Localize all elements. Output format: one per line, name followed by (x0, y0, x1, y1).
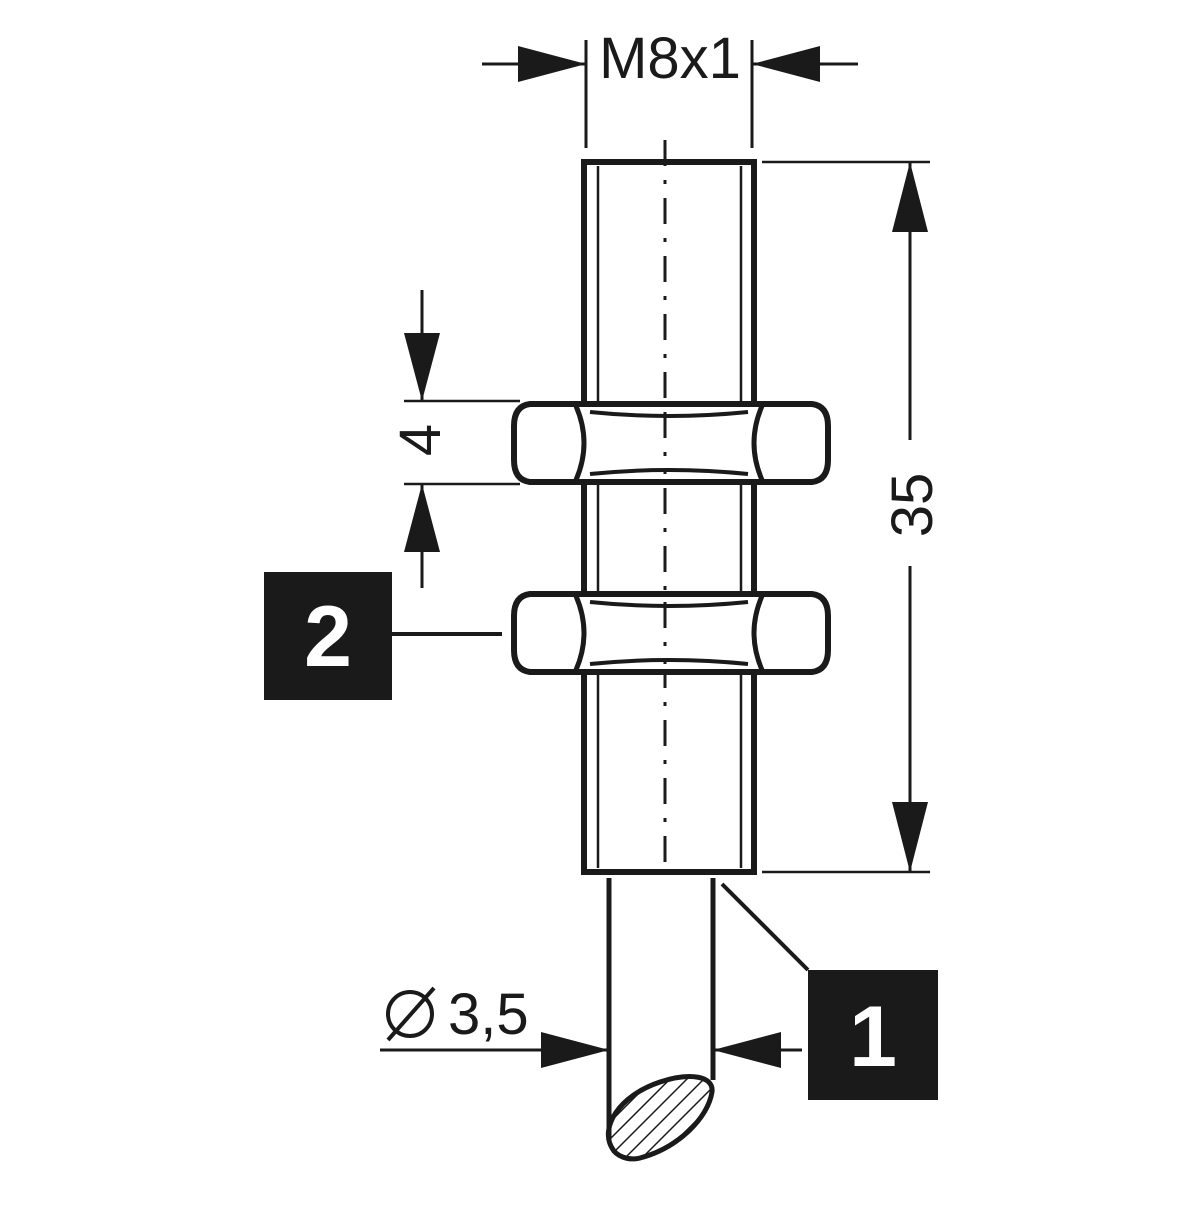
diameter-arrow-left (541, 1032, 609, 1068)
diameter-arrow-right (713, 1032, 781, 1068)
nut-upper (511, 401, 831, 485)
length-arrow-bottom (892, 802, 928, 872)
nut-lower-facet-left (573, 595, 587, 671)
callout-cable (720, 882, 938, 1100)
nut-arrow-top (404, 333, 440, 401)
nut-upper-facet-right (751, 405, 765, 481)
length-arrow-top (892, 162, 928, 232)
callout-cable-number: 1 (849, 989, 897, 1085)
callout-nut-number: 2 (304, 589, 352, 685)
nut-upper-chamfer-bottom (589, 468, 749, 476)
cable-cross-section (605, 1074, 715, 1162)
cable-diameter-dimension (380, 1032, 802, 1068)
nut-upper-chamfer-top (589, 410, 749, 418)
nut-thickness-label: 4 (388, 424, 453, 456)
nut-lower-outline (511, 591, 831, 675)
cable (605, 878, 716, 1162)
nut-lower-chamfer-top (589, 600, 749, 608)
callout-nut (264, 572, 502, 700)
housing-body (581, 159, 757, 875)
nut-lower (511, 591, 831, 675)
nut-arrow-bottom (404, 484, 440, 552)
nut-lower-facet-right (751, 595, 765, 671)
callout-cable-box (808, 970, 938, 1100)
nut-lower-chamfer-bottom (589, 658, 749, 666)
callout-nut-box (264, 572, 392, 700)
diameter-icon (386, 986, 436, 1042)
nut-upper-facet-left (573, 405, 587, 481)
thread-label: M8x1 (599, 26, 741, 91)
housing-length-label: 35 (880, 473, 945, 538)
callout-cable-leader (720, 882, 810, 972)
sensor-housing (581, 140, 757, 875)
thread-dimension (482, 40, 858, 148)
nut-upper-outline (511, 401, 831, 485)
housing-length-dimension (762, 160, 930, 874)
nut-thickness-dimension (404, 290, 520, 588)
thread-arrow-right (752, 46, 820, 82)
thread-arrow-left (518, 46, 586, 82)
cable-diameter-label: 3,5 (448, 982, 529, 1047)
